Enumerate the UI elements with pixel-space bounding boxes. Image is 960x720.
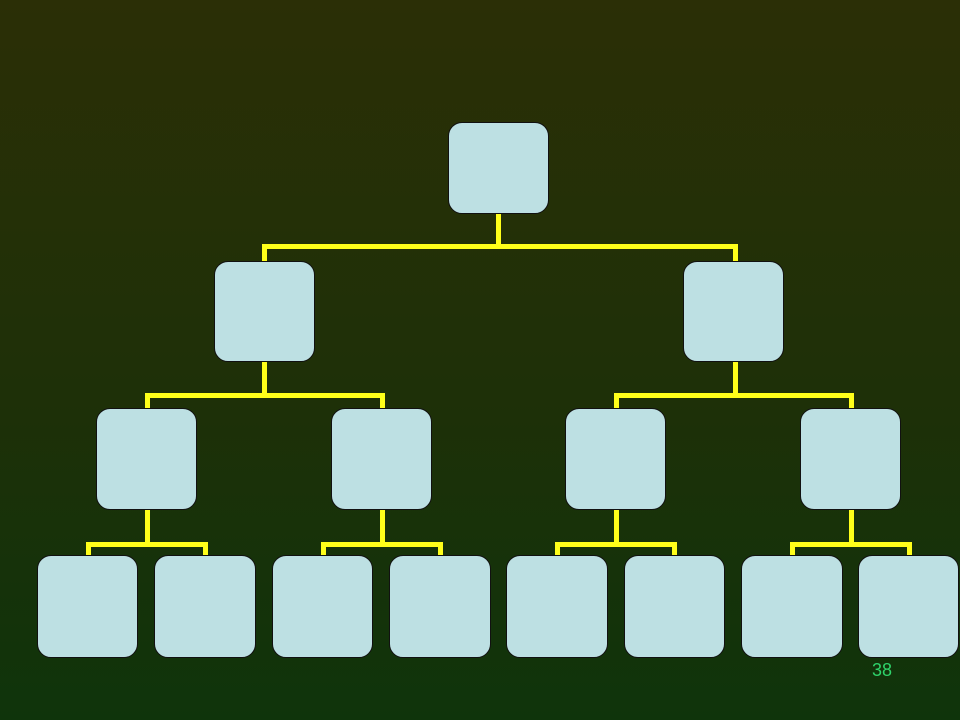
connector-l1a-bar	[145, 393, 385, 398]
connector-l2c-right-drop	[672, 542, 677, 556]
connector-root-bar	[262, 244, 738, 249]
connector-l2a-left-drop	[86, 542, 91, 556]
tree-leaf-4	[389, 555, 491, 658]
tree-leaf-7	[741, 555, 843, 658]
connector-l2d-stem	[849, 509, 854, 545]
connector-l2d-right-drop	[907, 542, 912, 556]
connector-root-right-drop	[733, 244, 738, 262]
tree-leaf-2	[154, 555, 256, 658]
tree-node-level1-left	[214, 261, 315, 362]
tree-leaf-5	[506, 555, 608, 658]
tree-leaf-3	[272, 555, 373, 658]
connector-l2b-bar	[321, 542, 443, 547]
connector-l2b-left-drop	[321, 542, 326, 556]
connector-l2c-left-drop	[555, 542, 560, 556]
tree-leaf-6	[624, 555, 725, 658]
connector-l1a-stem	[262, 361, 267, 396]
tree-node-level1-right	[683, 261, 784, 362]
connector-l1b-left-drop	[614, 393, 619, 409]
tree-node-level2-4	[800, 408, 901, 510]
connector-root-left-drop	[262, 244, 267, 262]
tree-node-level2-3	[565, 408, 666, 510]
connector-l2a-stem	[145, 509, 150, 545]
connector-l1b-right-drop	[849, 393, 854, 409]
connector-l1a-left-drop	[145, 393, 150, 409]
connector-l2c-bar	[555, 542, 677, 547]
connector-l2a-right-drop	[203, 542, 208, 556]
tree-node-level2-1	[96, 408, 197, 510]
connector-l2c-stem	[614, 509, 619, 545]
tree-leaf-8	[858, 555, 959, 658]
tree-leaf-1	[37, 555, 138, 658]
connector-l2a-bar	[86, 542, 208, 547]
tree-node-root	[448, 122, 549, 214]
slide-page-number: 38	[872, 660, 893, 680]
tree-node-level2-2	[331, 408, 432, 510]
connector-root-stem	[496, 213, 501, 247]
connector-l2b-right-drop	[438, 542, 443, 556]
connector-l2b-stem	[380, 509, 385, 545]
connector-l2d-left-drop	[790, 542, 795, 556]
connector-l1a-right-drop	[380, 393, 385, 409]
connector-l1b-stem	[733, 361, 738, 396]
connector-l2d-bar	[790, 542, 912, 547]
connector-l1b-bar	[614, 393, 854, 398]
